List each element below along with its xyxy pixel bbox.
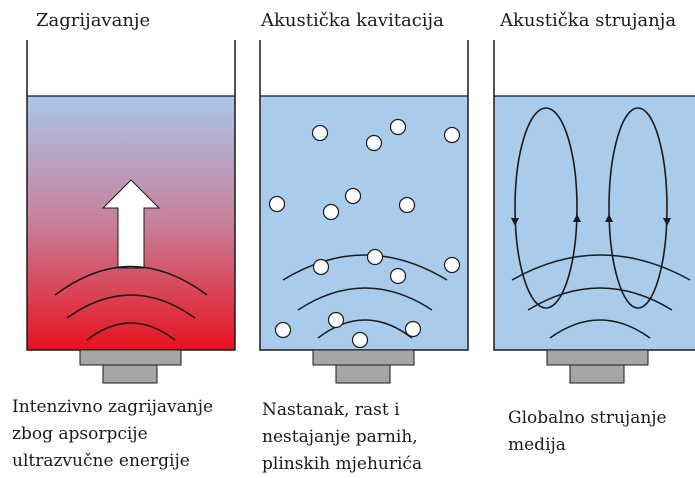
ultrasound-wave-arc [66, 294, 196, 319]
caption-streaming: Globalno strujanje medija [508, 405, 667, 459]
arrow-up-icon [605, 214, 613, 222]
bubble [365, 134, 383, 152]
transducer-base [102, 364, 158, 384]
panel-title-cavitation: Akustička kavitacija [261, 10, 444, 31]
arrow-up-icon [573, 214, 581, 222]
liquid [260, 96, 468, 350]
streaming-loop [608, 107, 668, 309]
ultrasound-wave-arc [511, 254, 691, 281]
caption-line: medija [508, 435, 566, 455]
ultrasound-wave-arc [317, 319, 413, 339]
transducer-plate [546, 349, 649, 366]
bubble [268, 195, 286, 213]
bubble [351, 331, 369, 349]
transducer-plate [312, 349, 415, 366]
liquid [494, 96, 695, 350]
heat-up-arrow-icon [101, 179, 161, 269]
bubble [322, 203, 340, 221]
panel-streaming [493, 40, 695, 384]
transducer-base [335, 364, 391, 384]
bubble [366, 248, 384, 266]
ultrasound-wave-arc [282, 254, 448, 281]
caption-line: ultrazvučne energije [12, 451, 190, 471]
streaming-loop [514, 107, 578, 309]
caption-line: Intenzivno zagrijavanje [12, 397, 214, 417]
caption-line: plinskih mjehurića [262, 454, 423, 474]
ultrasound-wave-arc [549, 319, 651, 339]
bubble [389, 118, 407, 136]
ultrasound-wave-arc [527, 287, 673, 311]
bubble [404, 320, 422, 338]
ultrasound-wave-arc [54, 265, 208, 296]
transducer-plate [79, 349, 182, 366]
arrow-down-icon [511, 218, 519, 226]
ultrasound-wave-arc [297, 287, 433, 311]
bubble [443, 256, 461, 274]
caption-cavitation: Nastanak, rast i nestajanje parnih, plin… [262, 397, 422, 478]
panel-title-streaming: Akustička strujanja [500, 10, 677, 31]
panel-heating [26, 40, 236, 384]
bubble [398, 196, 416, 214]
bubble [311, 124, 329, 142]
caption-line: zbog apsorpcije [12, 424, 148, 444]
caption-line: nestajanje parnih, [262, 427, 418, 447]
bubble [312, 258, 330, 276]
ultrasound-wave-arc [86, 322, 176, 341]
bubble [389, 267, 407, 285]
panel-cavitation [259, 40, 469, 384]
transducer-base [569, 364, 625, 384]
bubble [344, 187, 362, 205]
caption-line: Nastanak, rast i [262, 400, 400, 420]
bubble [443, 126, 461, 144]
caption-line: Globalno strujanje [508, 408, 667, 428]
bubble [327, 311, 345, 329]
bubble [274, 321, 292, 339]
arrow-down-icon [663, 218, 671, 226]
caption-heating: Intenzivno zagrijavanje zbog apsorpcije … [12, 394, 213, 475]
panel-title-heating: Zagrijavanje [36, 10, 151, 31]
